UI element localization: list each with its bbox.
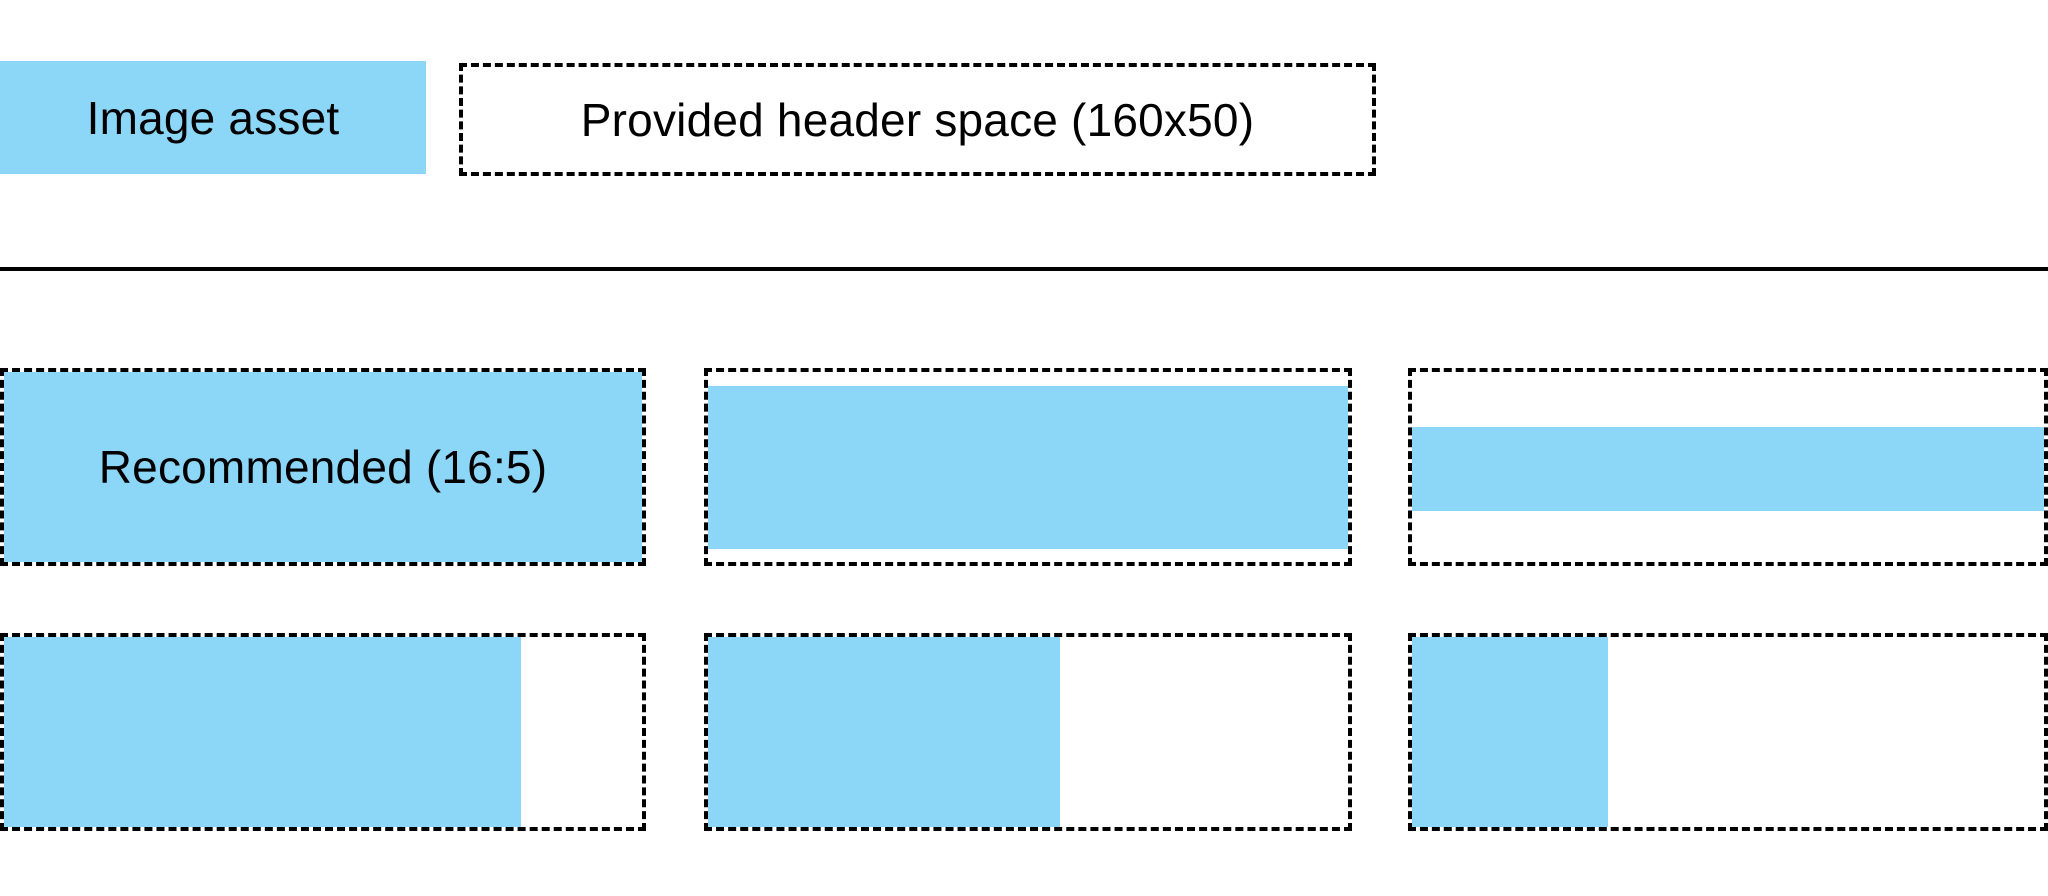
image-asset-fill [4, 637, 521, 827]
section-divider [0, 267, 2048, 271]
image-asset-fill [1412, 427, 2044, 511]
image-asset-fill [4, 372, 642, 562]
legend-image-asset-label: Image asset [86, 91, 340, 144]
figure-recommended-label: Recommended (16:5) [98, 441, 548, 493]
figure-recommended-16-5: Recommended (16:5) [0, 368, 646, 566]
legend-image-asset-swatch: Image asset [0, 61, 426, 174]
image-asset-fill [708, 637, 1060, 827]
figure-narrow-asset-medium [704, 633, 1352, 831]
figure-extra-wide-asset-band [1408, 368, 2048, 566]
figure-wide-asset-letterboxed [704, 368, 1352, 566]
image-asset-fill [708, 386, 1348, 549]
legend-header-space-box: Provided header space (160x50) [459, 63, 1376, 176]
legend-header-space-label: Provided header space (160x50) [580, 93, 1255, 146]
image-asset-fill [1412, 637, 1608, 827]
figure-narrow-asset-large [0, 633, 646, 831]
figure-narrow-asset-small [1408, 633, 2048, 831]
